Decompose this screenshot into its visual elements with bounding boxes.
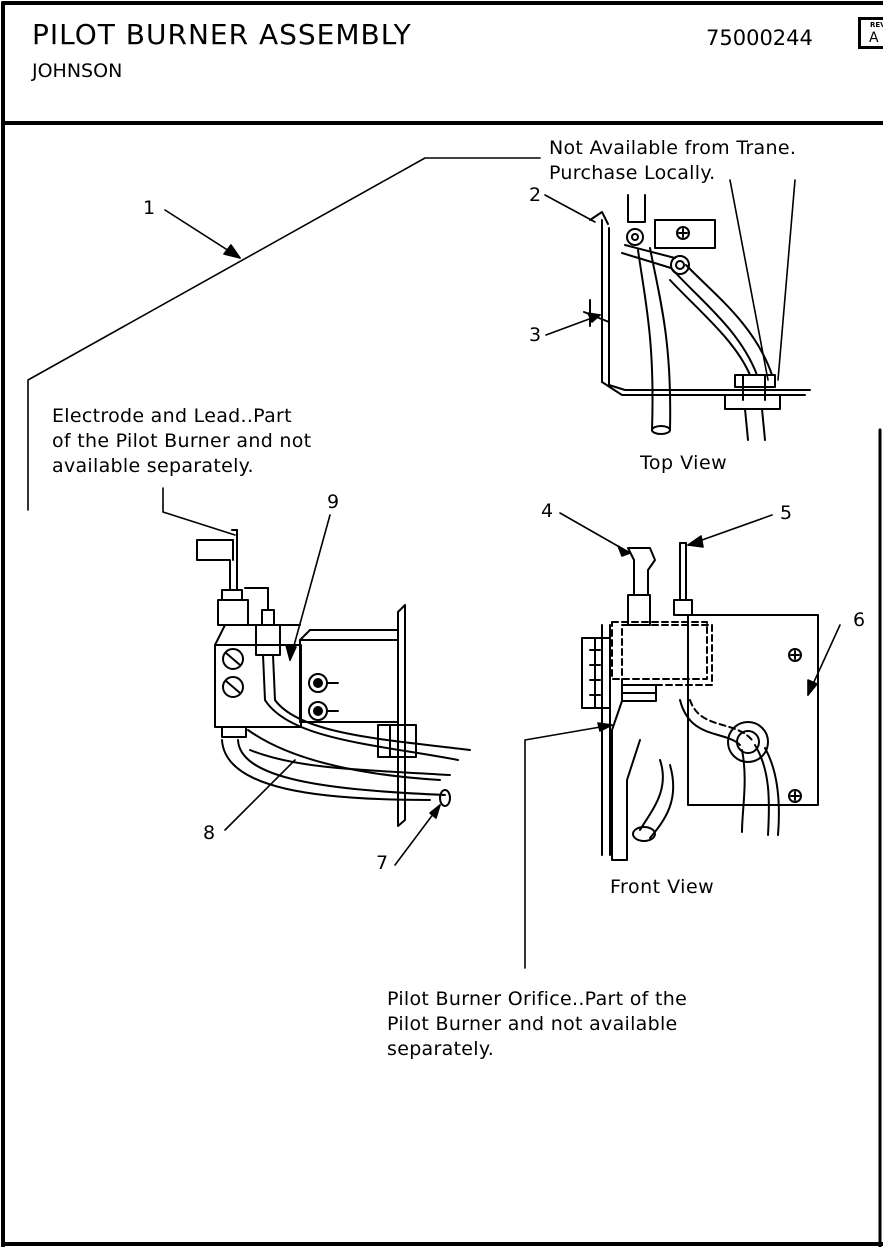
note-not-available: Not Available from Trane. Purchase Local… [549,136,796,186]
revision-box: REV A [858,17,883,49]
front-view-illustration [581,542,819,861]
note-not-available-line-1: Not Available from Trane. [549,137,797,159]
document-title: PILOT BURNER ASSEMBLY [32,18,412,51]
note-electrode-line-2: of the Pilot Burner and not [52,430,312,452]
note-orifice-line-2: Pilot Burner and not available [387,1013,678,1035]
left-view-illustration [196,529,471,827]
callout-7: 7 [376,852,389,874]
callout-8: 8 [203,822,216,844]
revision-value: A [869,30,879,46]
part-number: 75000244 [706,26,813,50]
manufacturer-name: JOHNSON [32,60,123,82]
callout-9: 9 [327,491,340,513]
callout-4: 4 [541,500,554,522]
note-orifice-line-3: separately. [387,1038,495,1060]
top-view-label: Top View [640,452,728,474]
revision-label: REV [870,21,883,29]
front-view-label: Front View [610,876,715,898]
note-electrode: Electrode and Lead..Part of the Pilot Bu… [52,404,311,479]
note-orifice: Pilot Burner Orifice..Part of the Pilot … [387,987,687,1062]
callout-3: 3 [529,324,542,346]
note-not-available-line-2: Purchase Locally. [549,162,716,184]
note-electrode-line-1: Electrode and Lead..Part [52,405,292,427]
leader-lines [27,157,841,969]
callout-5: 5 [780,502,793,524]
note-electrode-line-3: available separately. [52,455,254,477]
callout-2: 2 [529,184,542,206]
note-orifice-line-1: Pilot Burner Orifice..Part of the [387,988,688,1010]
callout-6: 6 [853,609,866,631]
top-view-illustration [583,194,811,441]
callout-1: 1 [143,197,156,219]
